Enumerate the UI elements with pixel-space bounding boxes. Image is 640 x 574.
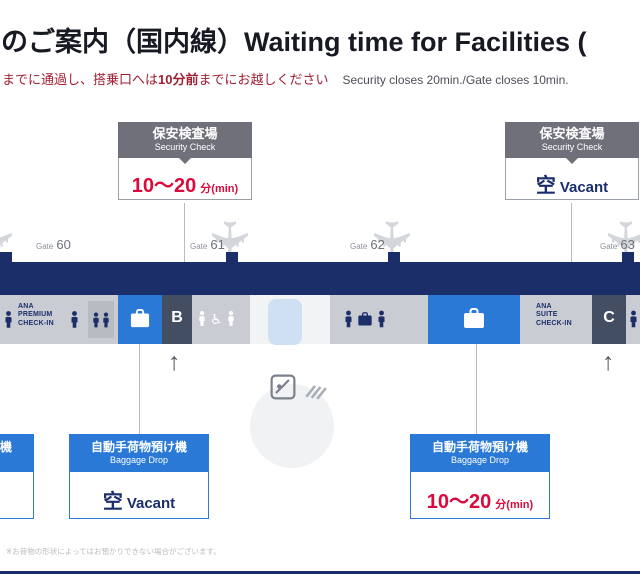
person-icon — [4, 310, 13, 329]
vacant-value: 空 — [535, 174, 556, 197]
security-check-header: 保安検査場 Security Check — [505, 122, 639, 164]
baggage-drop-location-right — [428, 295, 520, 344]
suite-checkin-label: ANA SUITE CHECK-IN — [536, 303, 572, 328]
gate-number: 62 — [370, 237, 385, 252]
footnote: ※お荷物の形状によってはお預かりできない場合がございます。 — [6, 547, 221, 556]
baggage-drop-status: 空 Vacant — [70, 472, 208, 519]
vertical-circulation-icons — [270, 374, 328, 405]
wait-time-value: 10～20 — [131, 174, 197, 197]
security-check-title-jp: 保安検査場 — [152, 126, 218, 141]
security-check-header: 保安検査場 Security Check — [118, 122, 252, 164]
gate-number: 63 — [620, 237, 635, 252]
connector-line — [476, 344, 477, 434]
accessibility-services-block: ♿ — [192, 295, 250, 344]
gate-word: Gate — [350, 242, 368, 251]
security-check-title-jp: 保安検査場 — [539, 126, 605, 141]
service-icons: ♿ — [198, 310, 235, 327]
baggage-drop-title-jp: 自動手荷物預け機 — [90, 440, 187, 454]
security-check-title-en: Security Check — [154, 141, 216, 152]
jet-bridge — [226, 252, 238, 262]
baggage-drop-location-left — [118, 295, 162, 344]
baggage-drop-box-right: 自動手荷物預け機 Baggage Drop 10～20 分(min) — [410, 434, 550, 520]
wait-time-value: 10～20 — [426, 491, 492, 514]
baggage-drop-header: 自動手荷物預け機 Baggage Drop — [0, 435, 33, 473]
page-title: のご案内（国内線）Waiting time for Facilities ( — [1, 27, 587, 57]
wheelchair-icon: ♿ — [210, 310, 223, 327]
wait-time-unit: 分(min) — [200, 182, 239, 195]
stairs-icon — [302, 374, 328, 405]
up-arrow-icon: ↑ — [602, 348, 615, 376]
jet-bridge — [622, 252, 634, 262]
suite-checkin-block: ANA SUITE CHECK-IN — [520, 295, 592, 344]
jet-bridge — [0, 252, 12, 262]
checkin-label-line: SUITE — [536, 311, 558, 319]
gate-word: Gate — [36, 242, 54, 251]
security-check-status: 空 Vacant — [505, 157, 639, 200]
gate-number: 61 — [210, 237, 225, 252]
subtitle-jp-1: までに通過し、搭乗口へは — [2, 72, 159, 87]
escalator-well — [268, 299, 302, 345]
terminal-concourse-band — [0, 262, 640, 295]
subtitle-en: Security closes 20min./Gate closes 10min… — [342, 73, 569, 87]
vacant-value: 空 — [102, 491, 123, 514]
gate-number: 60 — [56, 237, 71, 252]
connector-line — [184, 203, 185, 262]
jet-bridge — [388, 252, 400, 262]
gate-word: Gate — [190, 242, 208, 251]
baggage-drop-title-en: Baggage Drop — [0, 455, 31, 466]
briefcase-icon — [462, 308, 486, 330]
premium-checkin-label: ANA PREMIUM CHECK-IN — [18, 303, 54, 328]
checkin-label-line: ANA — [18, 303, 34, 310]
vacant-unit: Vacant — [126, 495, 176, 513]
baggage-drop-title-en: Baggage Drop — [450, 455, 510, 465]
wait-time-unit: 分(min) — [495, 499, 534, 512]
baggage-drop-title-en: Baggage Drop — [109, 455, 169, 465]
baggage-drop-status: 10～20 分(min) — [411, 472, 549, 519]
zone-b-marker: B — [162, 295, 192, 344]
person-icon — [629, 310, 638, 328]
security-check-tooltip-left: 保安検査場 Security Check 10～20 分(min) — [118, 122, 252, 200]
checkin-label-line: CHECK-IN — [18, 319, 54, 327]
edge-block — [626, 295, 640, 344]
bottom-divider — [0, 571, 640, 574]
subtitle-jp-bold: 10分前 — [158, 72, 199, 87]
page-subtitle: までに通過し、搭乗口へは10分前までにお越しください Security close… — [2, 69, 569, 88]
premium-checkin-block: ANA PREMIUM CHECK-IN — [0, 295, 118, 344]
connector-line — [571, 203, 572, 262]
service-icons — [344, 310, 386, 328]
baggage-drop-box-cutoff: 自動手荷物預け機 Baggage Drop — [0, 434, 34, 520]
zone-c-letter: C — [603, 309, 615, 326]
checkin-label-line: ANA — [536, 303, 552, 310]
connector-line — [139, 344, 140, 434]
up-arrow-icon: ↑ — [168, 348, 181, 376]
escalator-icon — [270, 374, 296, 405]
security-check-tooltip-right: 保安検査場 Security Check 空 Vacant — [505, 122, 639, 200]
counter-icons — [88, 301, 114, 338]
person-icon — [70, 310, 79, 329]
baggage-drop-title-jp: 自動手荷物預け機 — [0, 440, 12, 454]
subtitle-jp-2: までにお越しください — [198, 72, 329, 87]
checkin-label-line: PREMIUM — [18, 311, 53, 319]
baggage-drop-title-jp: 自動手荷物預け機 — [431, 440, 528, 454]
services-block — [330, 295, 428, 344]
briefcase-icon — [129, 309, 151, 329]
baggage-drop-header: 自動手荷物預け機 Baggage Drop — [411, 435, 549, 473]
gate-word: Gate — [600, 242, 618, 251]
security-check-status: 10～20 分(min) — [118, 157, 252, 200]
vacant-unit: Vacant — [559, 178, 609, 196]
security-check-title-en: Security Check — [541, 141, 603, 152]
zone-c-marker: C — [592, 295, 626, 344]
zone-b-letter: B — [171, 309, 183, 326]
baggage-drop-header: 自動手荷物預け機 Baggage Drop — [70, 435, 208, 473]
checkin-label-line: CHECK-IN — [536, 319, 572, 327]
baggage-drop-status — [0, 472, 33, 519]
baggage-drop-box-left: 自動手荷物預け機 Baggage Drop 空 Vacant — [69, 434, 209, 520]
